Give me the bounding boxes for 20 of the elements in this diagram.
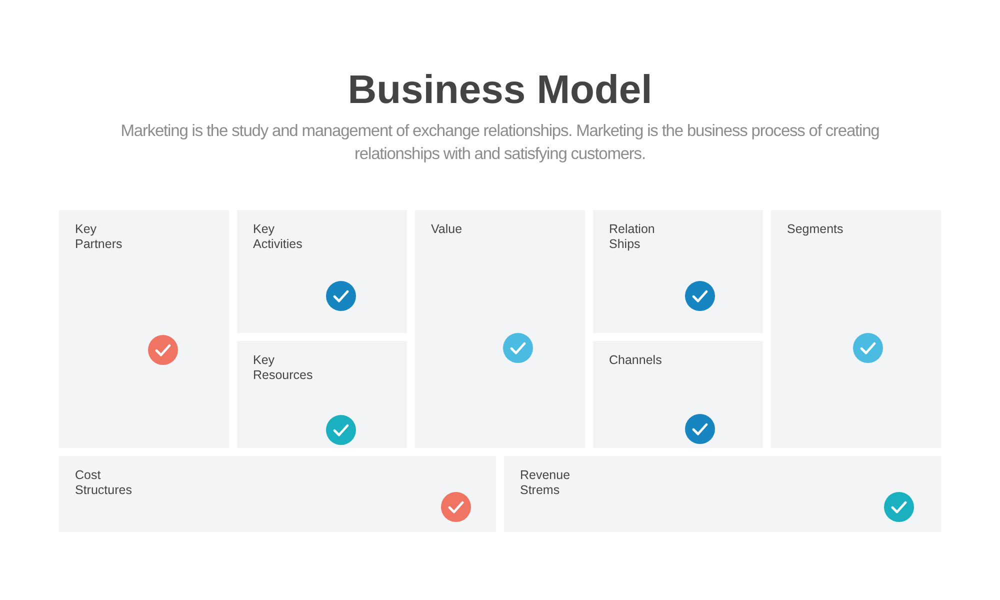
section-panel — [593, 210, 763, 333]
subtitle: Marketing is the study and management of exchange relationships. Marketing is the business process of creating relationships with and satisfying customers. — [120, 121, 880, 165]
section-panel — [237, 341, 407, 448]
title: Business Model — [346, 67, 654, 114]
section-panel — [504, 456, 941, 532]
section-heading: Relation Ships — [609, 222, 655, 252]
section-heading: Revenue Strems — [520, 468, 570, 498]
section-panel — [593, 341, 763, 448]
section-panel — [59, 210, 229, 448]
section-heading: Segments — [787, 222, 844, 237]
section-panel — [237, 210, 407, 333]
section-heading: Cost Structures — [75, 468, 132, 498]
section-heading: Value — [431, 222, 462, 237]
section-panel — [771, 210, 941, 448]
section-heading: Channels — [609, 353, 662, 368]
section-heading: Key Partners — [75, 222, 122, 252]
section-heading: Key Resources — [253, 353, 313, 383]
section-heading: Key Activities — [253, 222, 302, 252]
section-panel — [415, 210, 585, 448]
section-panel — [59, 456, 496, 532]
